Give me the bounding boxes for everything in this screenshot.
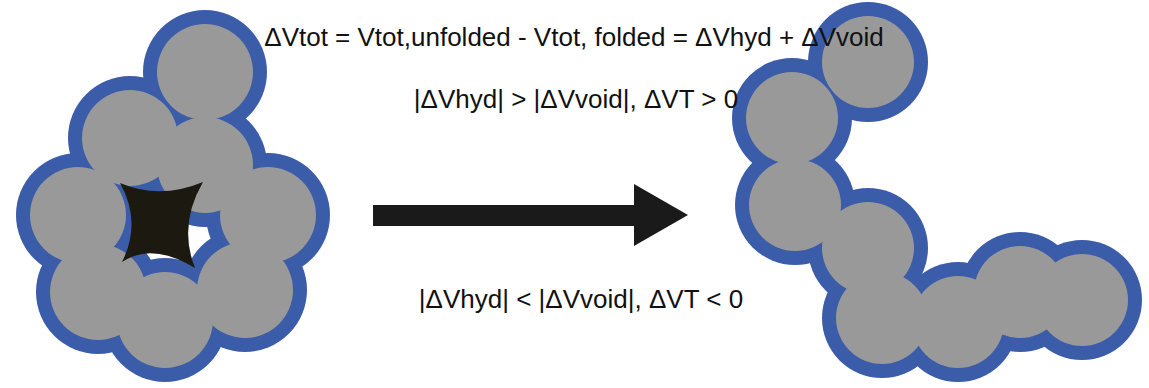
hydration-shell <box>732 2 1142 382</box>
folded-protein <box>16 10 330 382</box>
volume-equation: ΔVtot = Vtot,unfolded - Vtot, folded = Δ… <box>264 22 883 53</box>
condition-label: |ΔVhyd| < |ΔVvoid|, ΔVT < 0 <box>419 284 743 315</box>
condition-label: |ΔVhyd| > |ΔVvoid|, ΔVT > 0 <box>414 84 738 115</box>
unfolded-protein <box>732 2 1142 382</box>
arrow <box>373 184 688 246</box>
hydration-shell <box>16 10 330 382</box>
residue-spheres <box>30 24 316 368</box>
residue-spheres <box>746 16 1128 368</box>
void-cavity <box>120 182 203 268</box>
